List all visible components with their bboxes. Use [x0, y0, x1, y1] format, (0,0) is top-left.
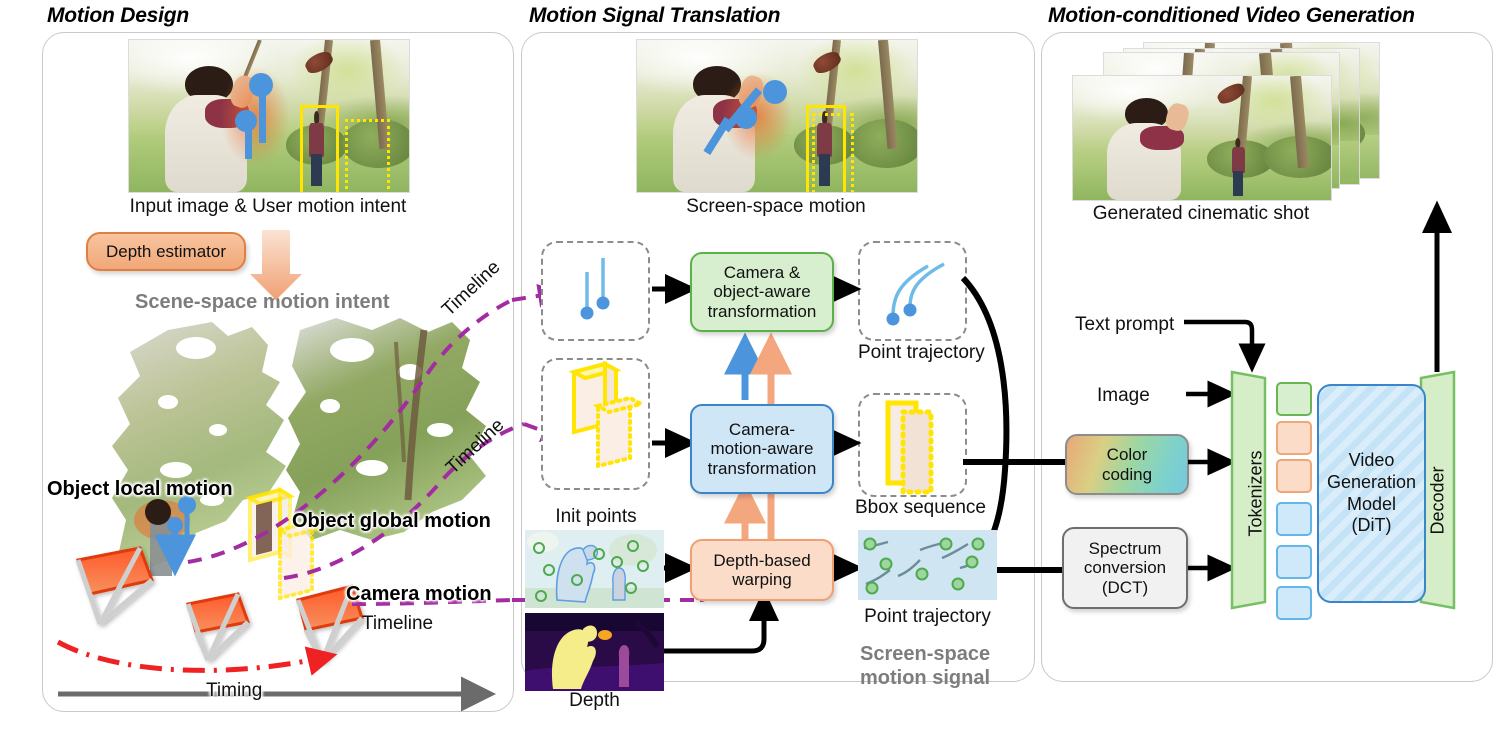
caption-init-points: Init points [555, 506, 637, 527]
text-prompt-label: Text prompt [1075, 314, 1175, 335]
point-trajectory-thumb [858, 241, 967, 341]
token-orange-2 [1276, 459, 1312, 493]
panel-title-motion-conditioned-video-generation: Motion-conditioned Video Generation [1048, 4, 1415, 27]
token-blue-2 [1276, 545, 1312, 579]
init-points-image [525, 530, 664, 608]
image-input-label: Image [1097, 385, 1150, 406]
caption-generated-shot: Generated cinematic shot [1092, 203, 1310, 224]
bbox-sequence-thumb [858, 393, 967, 497]
caption-point-trajectory-top: Point trajectory [858, 342, 985, 363]
object-local-motion-label: Object local motion [47, 478, 233, 500]
token-green-1 [1276, 382, 1312, 416]
panel-title-motion-signal-translation: Motion Signal Translation [529, 4, 781, 27]
scene-space-motion-intent-label: Scene-space motion intent [135, 291, 390, 313]
timing-label: Timing [206, 680, 263, 701]
generated-frame-front [1072, 75, 1332, 201]
tokenizers-label: Tokenizers [1245, 450, 1266, 537]
camera-motion-timeline-label: Timeline [362, 613, 434, 634]
screen-space-motion-photo [636, 39, 918, 193]
panel-title-motion-design: Motion Design [47, 4, 190, 27]
point-trajectory-output-image [858, 530, 997, 600]
input-image-photo [128, 39, 410, 193]
depth-image [525, 613, 664, 691]
caption-screen-space-motion: Screen-space motion [686, 196, 866, 217]
caption-point-trajectory-bottom: Point trajectory [864, 606, 991, 627]
init-bbox-thumb [541, 358, 650, 490]
init-trajectory-thumb [541, 241, 650, 341]
caption-input-image: Input image & User motion intent [129, 196, 407, 217]
decoder-label: Decoder [1427, 466, 1448, 535]
camera-motion-label: Camera motion [346, 583, 492, 605]
depth-estimator-block[interactable]: Depth estimator [86, 232, 246, 271]
caption-depth: Depth [569, 690, 620, 711]
token-blue-1 [1276, 502, 1312, 536]
token-blue-3 [1276, 586, 1312, 620]
token-orange-1 [1276, 421, 1312, 455]
caption-bbox-sequence: Bbox sequence [855, 497, 986, 518]
object-global-motion-label: Object global motion [292, 510, 491, 532]
